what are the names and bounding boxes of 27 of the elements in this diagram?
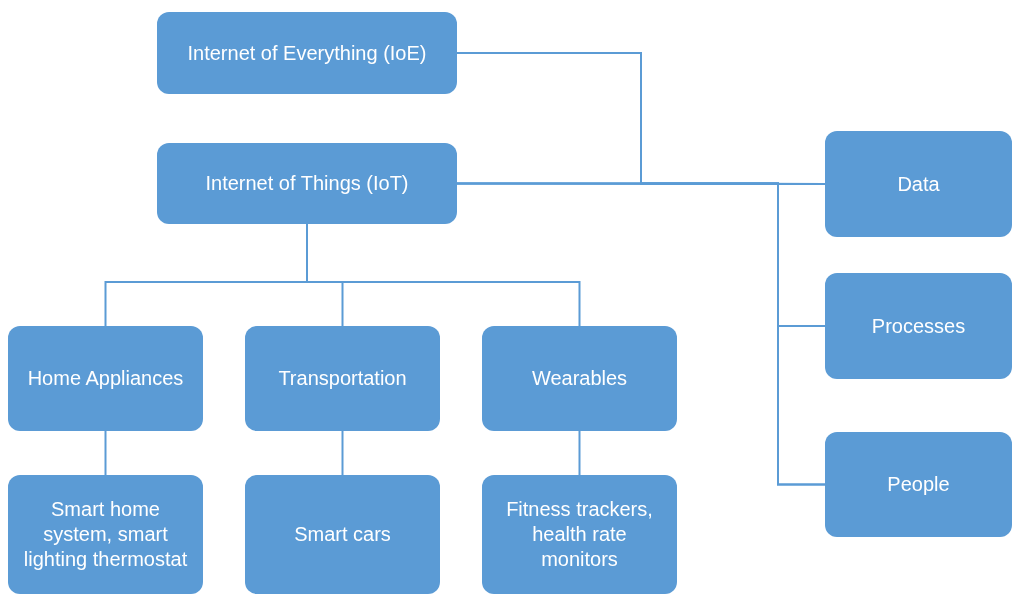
rounded-box: [245, 475, 440, 594]
connector-line: [306, 223, 581, 327]
rounded-box: [825, 273, 1012, 379]
rounded-box: [157, 143, 457, 224]
box-label: Processes: [871, 313, 966, 339]
box-label: Data: [897, 171, 940, 197]
box-label: Internet of Everything (IoE): [187, 40, 427, 66]
rounded-box: [245, 326, 440, 431]
box-label: Smart home system, smart lighting thermostat: [22, 497, 189, 572]
box-label: Transportation: [278, 366, 407, 391]
connector-line: [456, 182, 826, 486]
box-label: Fitness trackers, health rate monitors: [505, 497, 654, 572]
rounded-box: [482, 475, 677, 594]
box-label: Smart cars: [294, 522, 391, 547]
rounded-box: [825, 432, 1012, 537]
box-label: Wearables: [531, 366, 628, 391]
rounded-box: [157, 12, 457, 94]
rounded-box: [482, 326, 677, 431]
connector-line: [578, 430, 581, 476]
rounded-box: [8, 326, 203, 431]
box-label: People: [887, 472, 950, 497]
rounded-box: [8, 475, 203, 594]
box-label: Internet of Things (IoT): [205, 171, 409, 196]
box-label: Home Appliances: [27, 366, 184, 391]
rounded-box: [825, 131, 1012, 237]
connector-line: [341, 430, 344, 476]
connector-line: [104, 430, 107, 476]
